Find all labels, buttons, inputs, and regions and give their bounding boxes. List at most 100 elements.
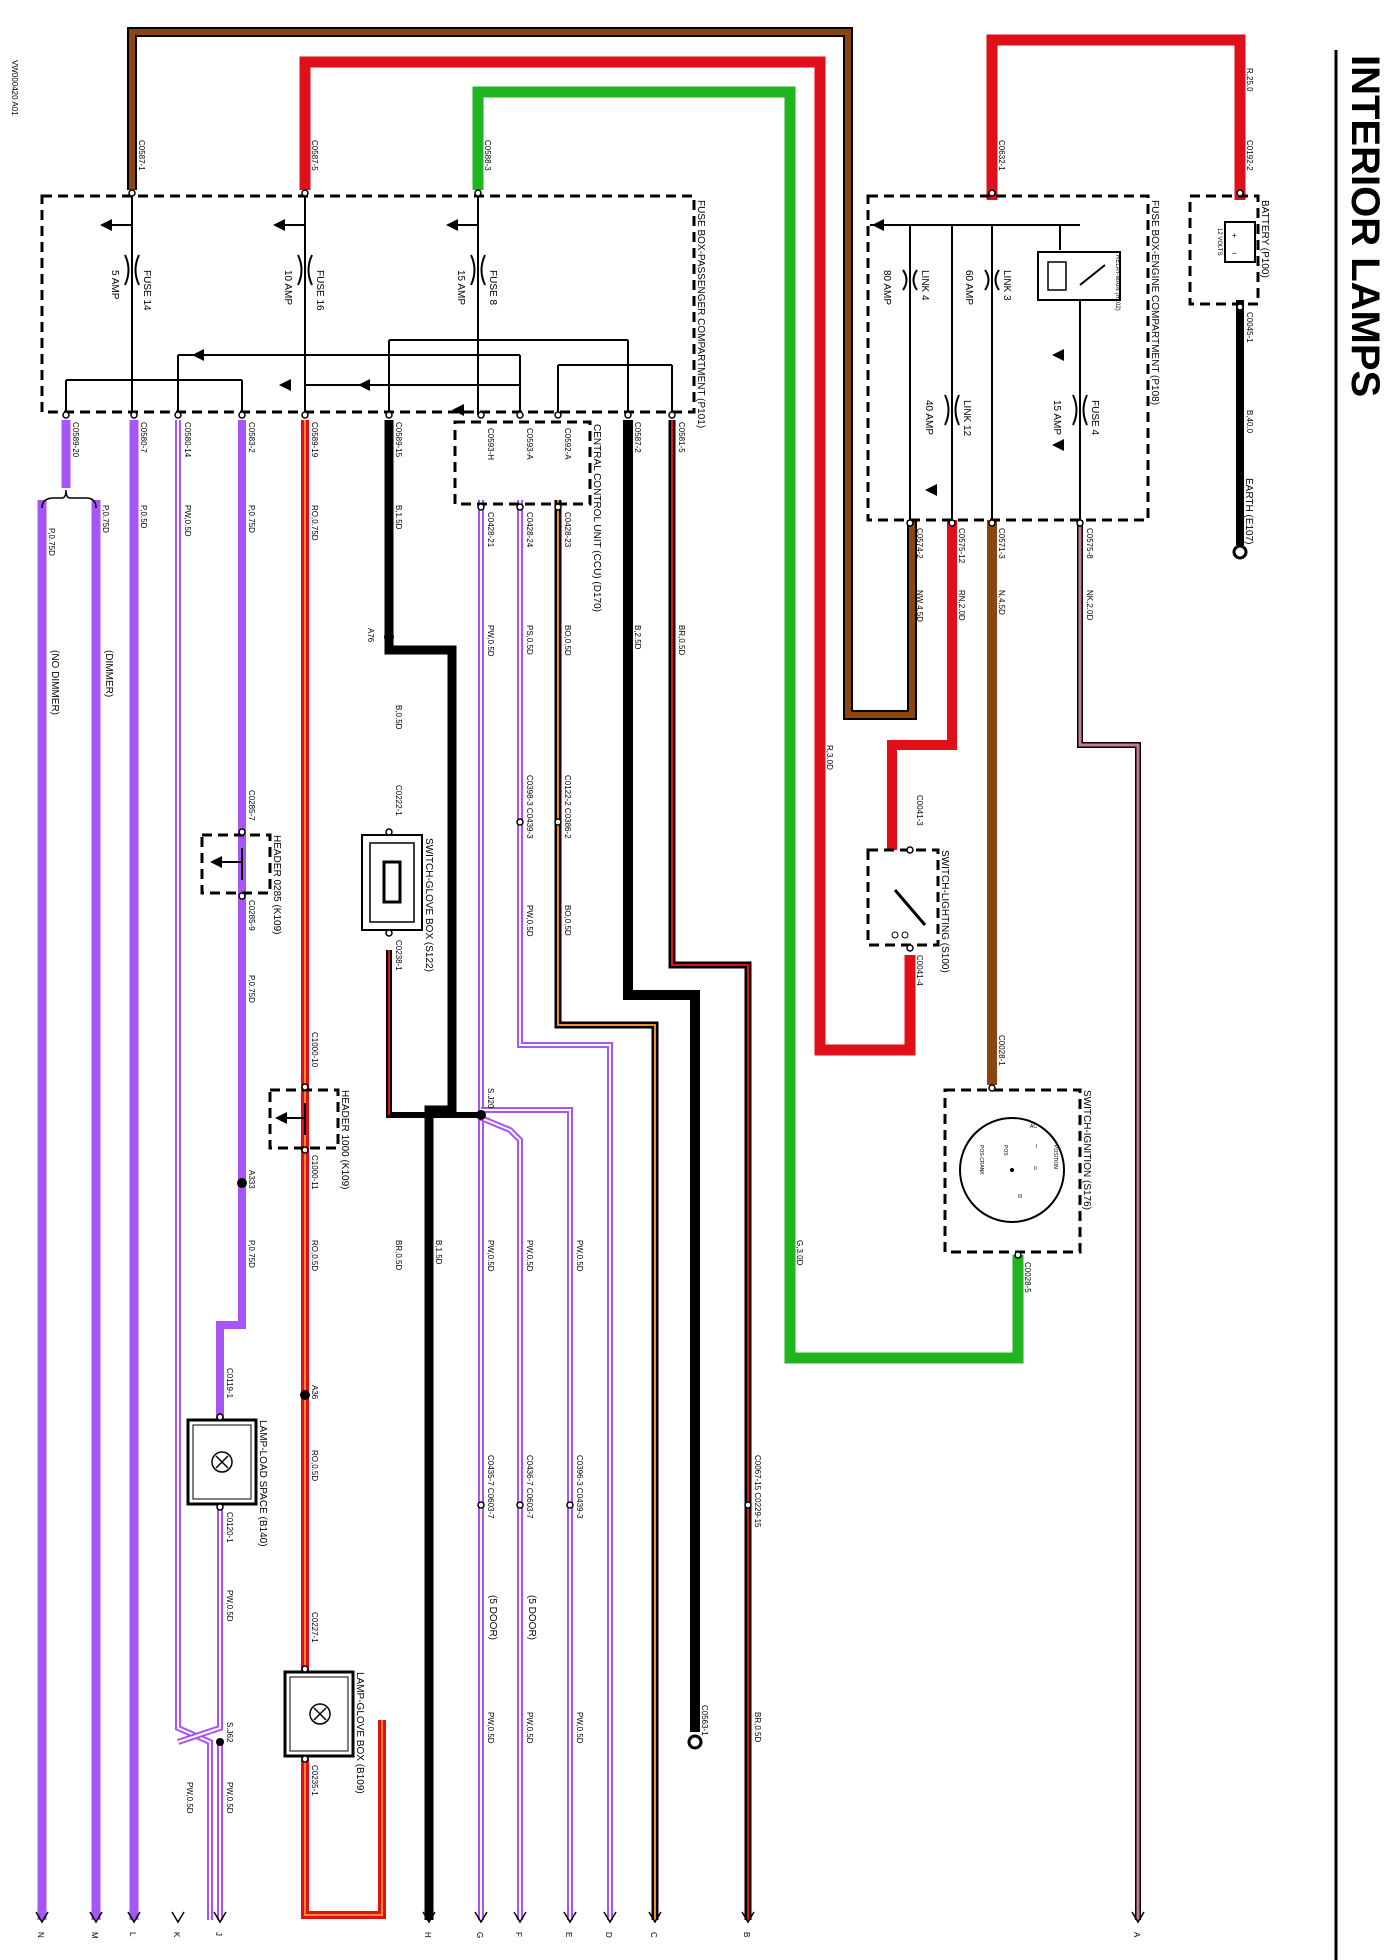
- svg-text:LINK 12: LINK 12: [961, 400, 972, 437]
- svg-text:S.J62: S.J62: [225, 1722, 234, 1743]
- svg-text:C0192-2: C0192-2: [1245, 140, 1254, 171]
- svg-text:POS: POS: [1002, 1145, 1008, 1156]
- svg-text:NK,2.0D: NK,2.0D: [1085, 590, 1094, 620]
- lamp-loadspace-symbol: [186, 1418, 258, 1506]
- wire-green: [472, 86, 1024, 1364]
- svg-text:C0587-1: C0587-1: [137, 140, 146, 171]
- svg-text:B,2.5D: B,2.5D: [633, 625, 642, 650]
- terminal-g: G: [475, 1932, 484, 1938]
- svg-text:POSITION: POSITION: [1052, 1145, 1058, 1169]
- svg-text:C0122-2 C0386-2: C0122-2 C0386-2: [563, 775, 572, 839]
- note-5door-b: (5 DOOR): [526, 1595, 537, 1640]
- fusebox-passenger-label: FUSE BOX-PASSENGER COMPARTMENT (P101): [695, 200, 706, 428]
- fuse-labels: LINK 4 80 AMP LINK 3 60 AMP LINK 12 40 A…: [109, 270, 1100, 437]
- wire-red-link12: [887, 520, 957, 850]
- svg-text:BO,0.5D: BO,0.5D: [563, 905, 572, 936]
- svg-text:POS-CRANK: POS-CRANK: [978, 1145, 984, 1175]
- svg-text:C0428-23: C0428-23: [563, 512, 572, 548]
- ccu-box: [453, 420, 592, 506]
- svg-text:C0398-3 C0439-3: C0398-3 C0439-3: [525, 775, 534, 839]
- terminal-k: K: [172, 1932, 181, 1938]
- svg-text:BO,0.5D: BO,0.5D: [563, 625, 572, 656]
- svg-text:C0041-4: C0041-4: [915, 955, 924, 986]
- terminal-h: H: [423, 1932, 432, 1938]
- wire-labels: R,25.0 B,40.0 R,3.0D G,3.0D NW,4.5D RN,2…: [47, 68, 1254, 1814]
- relay-main-label: RELAY-MAIN (R102): [1114, 255, 1120, 311]
- svg-text:40 AMP: 40 AMP: [923, 400, 934, 435]
- svg-text:C0045-1: C0045-1: [1245, 312, 1254, 343]
- switch-glovebox-symbol: [361, 834, 423, 931]
- svg-text:P,0.75D: P,0.75D: [247, 975, 256, 1003]
- fuse-14-symbol: [100, 219, 140, 286]
- svg-text:C0227-1: C0227-1: [310, 1612, 319, 1643]
- earth-terminal: [1232, 544, 1248, 560]
- wire-red-main: [299, 56, 916, 1056]
- header-0285-label: HEADER 0285 (K109): [271, 835, 282, 935]
- battery-box: [1188, 194, 1260, 306]
- svg-text:G,3.0D: G,3.0D: [795, 1240, 804, 1266]
- switch-lighting-box: [866, 848, 940, 947]
- svg-text:C0285-9: C0285-9: [247, 900, 256, 931]
- battery-volts: 12 VOLTS: [1216, 228, 1222, 256]
- svg-text:P,0.75D: P,0.75D: [247, 1240, 256, 1268]
- svg-text:C0592-A: C0592-A: [563, 428, 572, 460]
- svg-text:PW,0.5D: PW,0.5D: [225, 1782, 234, 1814]
- terminal-l: L: [128, 1932, 137, 1937]
- svg-text:C0028-5: C0028-5: [1023, 1262, 1032, 1293]
- svg-text:RO,0.75D: RO,0.75D: [310, 505, 319, 541]
- svg-text:C0222-1: C0222-1: [394, 785, 403, 816]
- svg-text:P,0.75D: P,0.75D: [247, 505, 256, 533]
- svg-text:PW,0.5D: PW,0.5D: [183, 505, 192, 537]
- svg-text:C0396-3 C0439-3: C0396-3 C0439-3: [575, 1455, 584, 1519]
- page-title: INTERIOR LAMPS: [1343, 55, 1387, 397]
- wire-black-b25: [623, 420, 700, 1732]
- ignition-switch-symbol: AC I II POSITION POS-CRANK POS III: [959, 1117, 1065, 1223]
- wire-nk: [1077, 520, 1141, 1920]
- svg-text:FUSE 16: FUSE 16: [314, 270, 325, 311]
- engine-arrows: [872, 219, 1064, 496]
- note-5door-a: (5 DOOR): [487, 1595, 498, 1640]
- terminal-f: F: [514, 1932, 523, 1937]
- wire-red-battery: [986, 34, 1246, 200]
- header-0285-box: [200, 833, 272, 895]
- wire-pw-f: [479, 1115, 523, 1920]
- svg-text:A76: A76: [366, 628, 375, 643]
- note-dimmer: (DIMMER): [103, 650, 114, 697]
- fusebox-engine-box: [866, 194, 1150, 522]
- header-0285-symbol: [210, 848, 243, 880]
- svg-text:C0580-14: C0580-14: [183, 422, 192, 458]
- terminal-c: C: [649, 1932, 658, 1938]
- svg-text:R,25.0: R,25.0: [1245, 68, 1254, 92]
- fusebox-engine-label: FUSE BOX-ENGINE COMPARTMENT (P108): [1149, 200, 1160, 405]
- svg-text:C0593-H: C0593-H: [486, 428, 495, 460]
- svg-text:C0428-21: C0428-21: [486, 512, 495, 548]
- svg-text:PW,0.5D: PW,0.5D: [525, 905, 534, 937]
- svg-text:III: III: [1018, 1194, 1022, 1200]
- terminal-e: E: [564, 1932, 573, 1937]
- wire-br-switch: [386, 950, 482, 1118]
- svg-text:C0238-1: C0238-1: [394, 940, 403, 971]
- svg-text:C1000-10: C1000-10: [310, 1032, 319, 1068]
- svg-text:C0632-1: C0632-1: [997, 140, 1006, 171]
- splice-dots: [216, 632, 486, 1746]
- svg-text:PW,0.5D: PW,0.5D: [525, 1712, 534, 1744]
- svg-text:BR,0.5D: BR,0.5D: [677, 625, 686, 655]
- svg-text:BR,0.5D: BR,0.5D: [394, 1240, 403, 1270]
- connector-labels: C0192-2 C0045-1 C0632-1 C0587-1 C0587-5 …: [71, 140, 1254, 1796]
- header-1000-symbol: [275, 1103, 306, 1135]
- battery-label: BATTERY (P100): [1259, 200, 1270, 278]
- header-1000-label: HEADER 1000 (K109): [339, 1090, 350, 1190]
- svg-text:C0574-2: C0574-2: [915, 528, 924, 559]
- svg-text:+: +: [1232, 231, 1237, 240]
- terminal-n: N: [36, 1932, 45, 1938]
- svg-text:C0435-7 C0603-7: C0435-7 C0603-7: [486, 1455, 495, 1519]
- svg-text:15 AMP: 15 AMP: [1051, 400, 1062, 435]
- fusebox-passenger-box: [40, 194, 696, 414]
- svg-text:N,4.5D: N,4.5D: [997, 590, 1006, 615]
- fuse-8-symbol: [446, 219, 486, 286]
- svg-text:C0587-5: C0587-5: [310, 140, 319, 171]
- wire-pw-k: [175, 420, 213, 1920]
- svg-text:C0589-19: C0589-19: [310, 422, 319, 458]
- svg-text:C0563-1: C0563-1: [700, 1705, 709, 1736]
- switch-ignition-box: [943, 1088, 1082, 1254]
